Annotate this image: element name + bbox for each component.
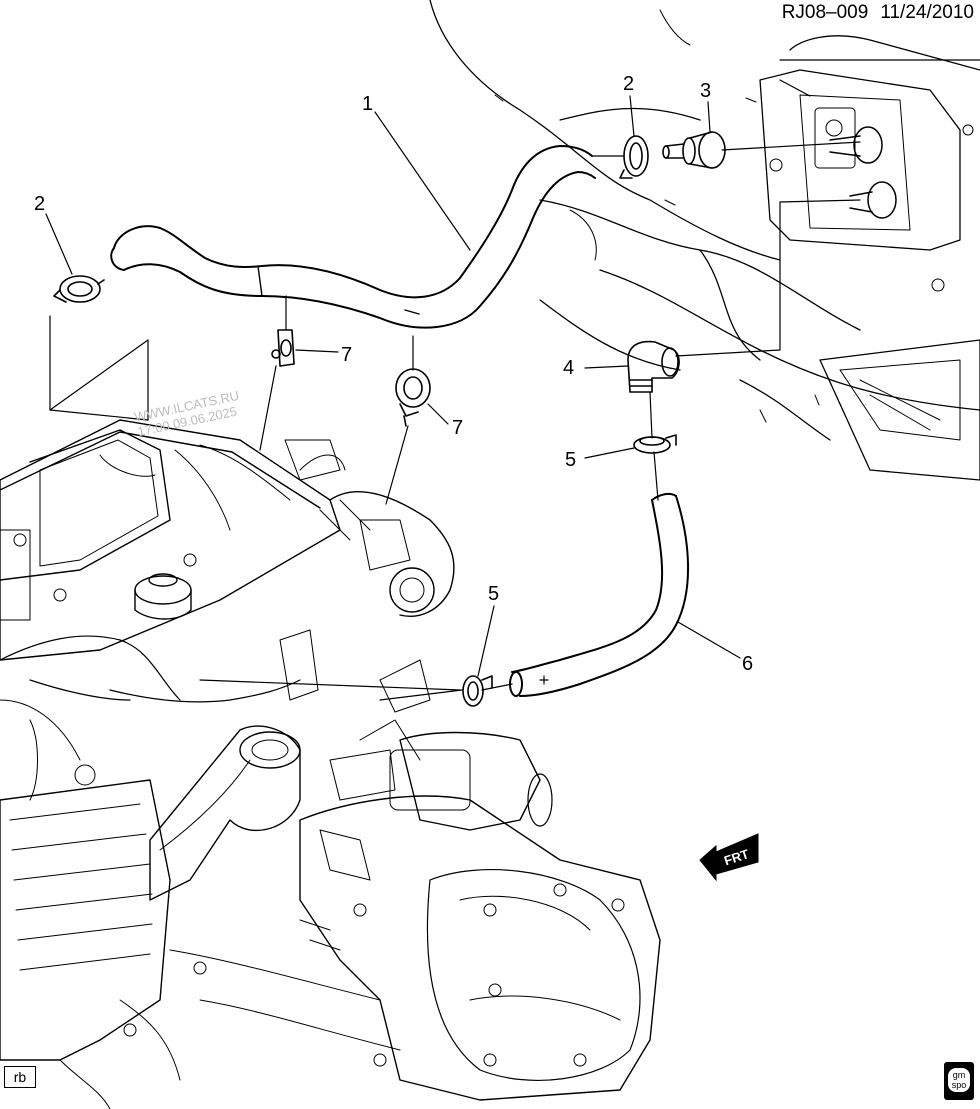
- leader-lines: [45, 79, 861, 701]
- firewall-panel: [429, 0, 980, 481]
- hose-clip-7-left: [271, 329, 295, 367]
- callout-4: 4: [563, 357, 574, 379]
- callout-3: 3: [700, 80, 711, 102]
- callout-1: 1: [362, 93, 373, 115]
- callout-7-right: 7: [452, 417, 463, 439]
- hose-clamp-5-upper: [633, 434, 677, 454]
- engine-assembly: [0, 419, 661, 1109]
- callout-5-lower: 5: [488, 583, 499, 605]
- callout-7-left: 7: [341, 344, 352, 366]
- hose-clamp-5-lower: [462, 675, 493, 707]
- hose-clamp-2-left: [53, 275, 105, 303]
- front-direction-arrow-icon: FRT: [699, 833, 759, 882]
- diagram-header: RJ08–009 11/24/2010: [770, 2, 974, 24]
- diagram-id: RJ08–009: [781, 2, 869, 23]
- diagram-date: 11/24/2010: [880, 2, 974, 23]
- callout-2-top: 2: [623, 73, 634, 95]
- hose-clamp-2-top: [619, 135, 649, 179]
- elbow-fitting-4: [627, 340, 680, 393]
- frt-label: FRT: [722, 846, 751, 868]
- hose-clip-7-right: [395, 368, 431, 427]
- callout-2-left: 2: [34, 193, 45, 215]
- logo-top: gm: [952, 1070, 966, 1080]
- hose-fitting-3: [662, 131, 726, 169]
- heater-outlet-hose-6: [509, 492, 689, 697]
- heater-core-pipes: [769, 107, 897, 219]
- callout-6: 6: [742, 653, 753, 675]
- heater-inlet-hose: [110, 145, 596, 329]
- footer-code: rb: [4, 1066, 36, 1088]
- callout-5-upper: 5: [565, 449, 576, 471]
- callout-labels: 1 2 2 3 4 5 5 6 7 7: [34, 73, 753, 675]
- logo-bottom: spo: [951, 1080, 967, 1090]
